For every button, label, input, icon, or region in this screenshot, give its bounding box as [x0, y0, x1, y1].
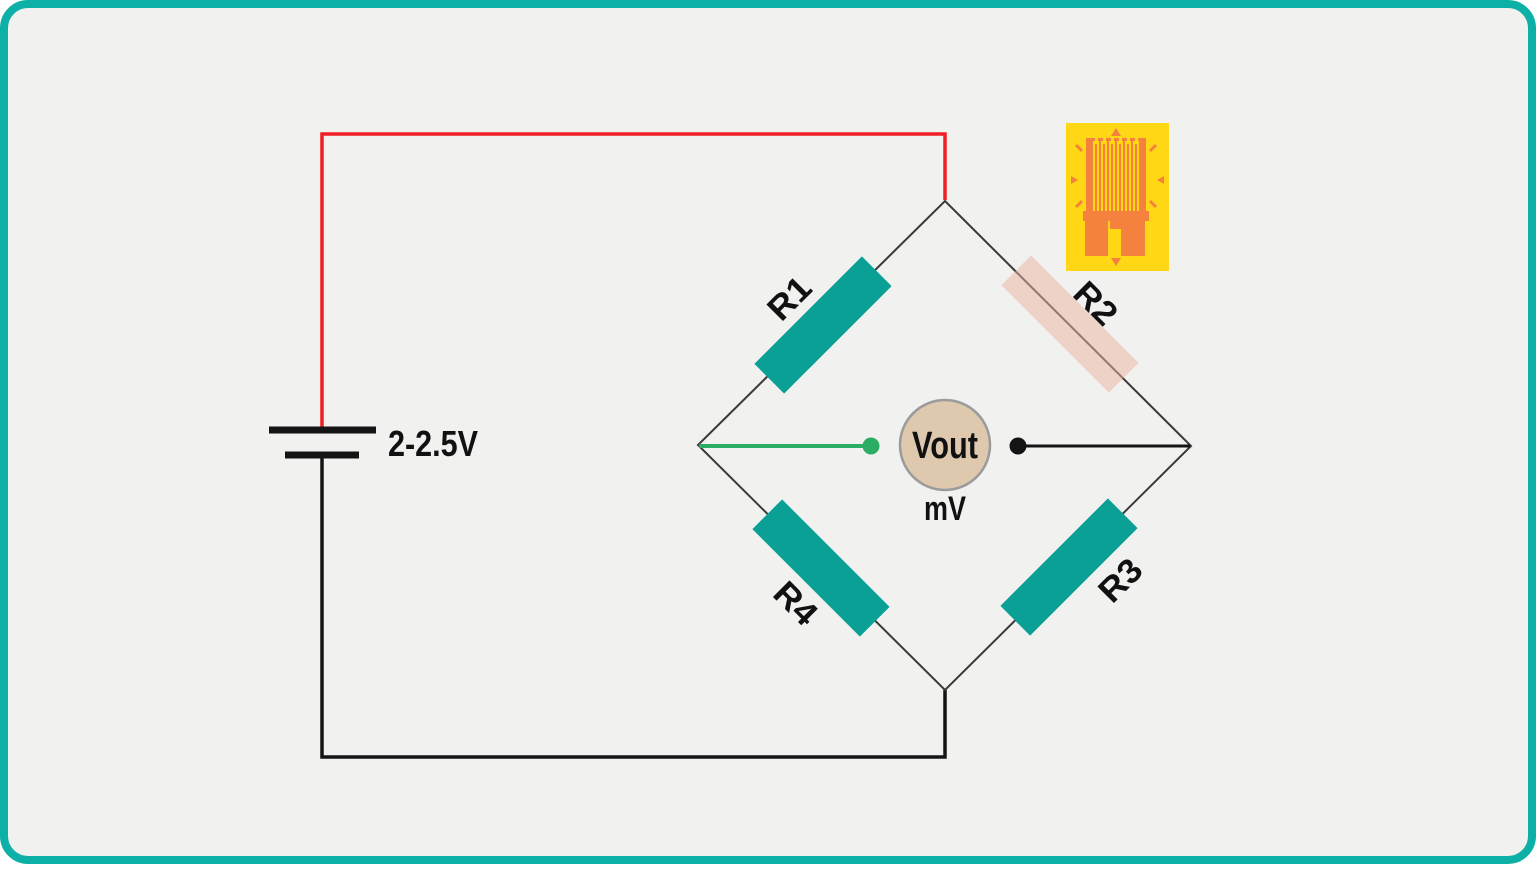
resistor-r1 — [754, 256, 891, 393]
resistor-r4 — [752, 499, 889, 636]
vout-unit-label: mV — [924, 490, 966, 528]
vout-label: Vout — [912, 425, 978, 467]
battery-voltage-label: 2-2.5V — [388, 423, 478, 464]
strain-gauge-icon — [1066, 123, 1169, 271]
output-negative-node — [1010, 438, 1027, 455]
strain-gauge-bus-bar — [1083, 211, 1149, 221]
battery-symbol — [269, 430, 376, 455]
strain-gauge-pad-left — [1085, 221, 1108, 256]
strain-gauge-stem — [1110, 221, 1122, 229]
output-positive-node — [863, 438, 880, 455]
wheatstone-bridge-diagram: 2-2.5V R1 R2 R3 R4 Vout mV — [8, 8, 1536, 872]
strain-gauge-pad-right — [1121, 221, 1145, 256]
resistor-r2-strain-gauge — [1001, 255, 1138, 392]
